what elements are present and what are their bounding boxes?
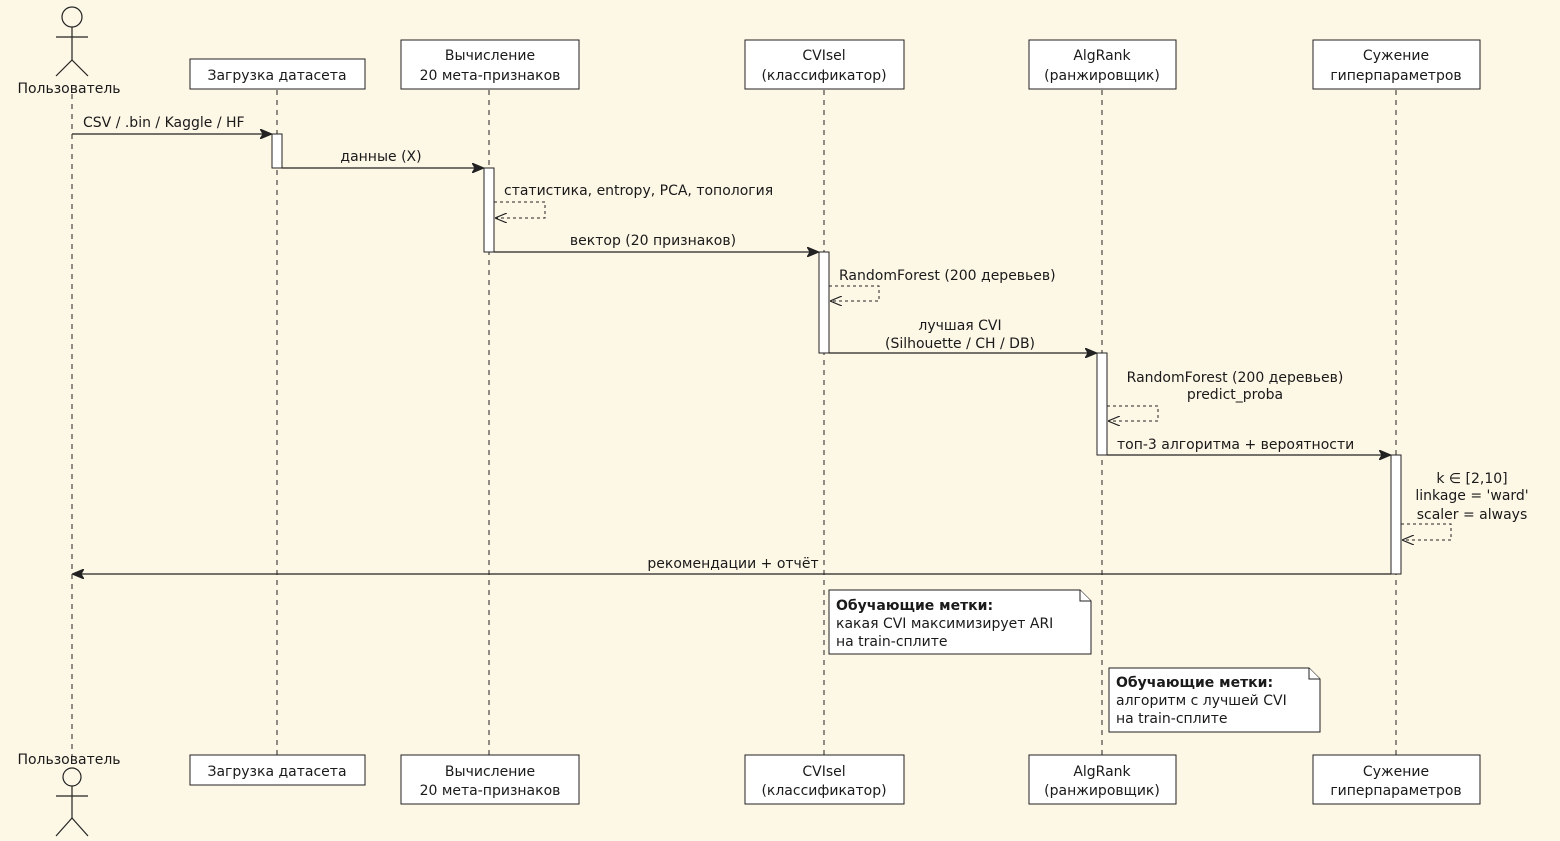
message-feature-compute-self: статистика, entropy, PCA, топология <box>494 183 773 218</box>
svg-text:Обучающие метки:: Обучающие метки: <box>836 598 993 614</box>
svg-text:алгоритм с лучшей CVI: алгоритм с лучшей CVI <box>1116 693 1287 709</box>
svg-text:CVIsel: CVIsel <box>802 48 845 64</box>
svg-text:топ-3 алгоритма + вероятности: топ-3 алгоритма + вероятности <box>1117 437 1354 453</box>
svg-text:20 мета-признаков: 20 мета-признаков <box>420 68 561 84</box>
participant-cvisel-bottom: CVIsel (классификатор) <box>744 754 905 805</box>
svg-text:CSV / .bin / Kaggle / HF: CSV / .bin / Kaggle / HF <box>83 115 245 131</box>
svg-text:(Silhouette / CH / DB): (Silhouette / CH / DB) <box>885 336 1035 352</box>
activation-loader <box>271 133 283 169</box>
svg-text:AlgRank: AlgRank <box>1073 764 1131 780</box>
actor-user-bottom-icon <box>55 767 89 837</box>
svg-text:scaler = always: scaler = always <box>1417 507 1528 523</box>
svg-text:Обучающие метки:: Обучающие метки: <box>1116 675 1273 691</box>
message-narrow-self: k ∈ [2,10] linkage = 'ward' scaler = alw… <box>1401 471 1529 540</box>
participant-cvisel-top: CVIsel (классификатор) <box>744 39 905 90</box>
svg-text:k ∈ [2,10]: k ∈ [2,10] <box>1436 471 1507 487</box>
svg-text:Вычисление: Вычисление <box>445 764 535 780</box>
svg-text:AlgRank: AlgRank <box>1073 48 1131 64</box>
message-vector: вектор (20 признаков) <box>494 233 818 252</box>
note-cvisel-training-labels: Обучающие метки: какая CVI максимизирует… <box>828 589 1092 655</box>
svg-text:какая CVI максимизирует ARI: какая CVI максимизирует ARI <box>836 616 1053 632</box>
message-best-cvi: лучшая CVI (Silhouette / CH / DB) <box>829 318 1096 353</box>
participant-algrank-top: AlgRank (ранжировщик) <box>1028 39 1177 90</box>
svg-text:(классификатор): (классификатор) <box>761 783 886 799</box>
svg-text:вектор (20 признаков): вектор (20 признаков) <box>570 233 736 249</box>
svg-text:RandomForest (200 деревьев): RandomForest (200 деревьев) <box>839 268 1056 284</box>
actor-user-top-label: Пользователь <box>17 81 120 97</box>
svg-text:Сужение: Сужение <box>1363 48 1429 64</box>
activation-algrank <box>1096 352 1108 456</box>
svg-text:статистика, entropy, PCA, топо: статистика, entropy, PCA, топология <box>504 183 773 199</box>
participant-algrank-bottom: AlgRank (ранжировщик) <box>1028 754 1177 805</box>
message-top3: топ-3 алгоритма + вероятности <box>1107 437 1390 455</box>
participant-features-bottom: Вычисление 20 мета-признаков <box>400 754 580 805</box>
activation-narrow <box>1390 454 1402 575</box>
participant-loader-top: Загрузка датасета <box>189 58 366 90</box>
svg-text:predict_proba: predict_proba <box>1187 387 1283 403</box>
message-upload: CSV / .bin / Kaggle / HF <box>72 115 271 134</box>
activation-features <box>483 167 495 253</box>
svg-text:рекомендации + отчёт: рекомендации + отчёт <box>647 556 818 572</box>
svg-text:(ранжировщик): (ранжировщик) <box>1044 68 1160 84</box>
svg-text:20 мета-признаков: 20 мета-признаков <box>420 783 561 799</box>
participant-loader-bottom: Загрузка датасета <box>189 754 366 786</box>
message-rf-cvisel-self: RandomForest (200 деревьев) <box>829 268 1056 301</box>
actor-user-top-icon <box>55 6 89 77</box>
svg-text:на train-сплите: на train-сплите <box>836 634 948 650</box>
svg-text:Загрузка датасета: Загрузка датасета <box>207 68 346 84</box>
svg-text:linkage = 'ward': linkage = 'ward' <box>1415 488 1528 504</box>
activation-cvisel <box>818 251 830 354</box>
message-data: данные (X) <box>282 149 483 168</box>
message-recommendations: рекомендации + отчёт <box>73 556 1391 574</box>
svg-text:данные (X): данные (X) <box>340 149 421 165</box>
svg-text:на train-сплите: на train-сплите <box>1116 711 1228 727</box>
svg-text:CVIsel: CVIsel <box>802 764 845 780</box>
note-algrank-training-labels: Обучающие метки: алгоритм с лучшей CVI н… <box>1108 667 1321 733</box>
svg-text:лучшая CVI: лучшая CVI <box>918 318 1001 334</box>
svg-text:гиперпараметров: гиперпараметров <box>1330 783 1461 799</box>
svg-text:Загрузка датасета: Загрузка датасета <box>207 764 346 780</box>
svg-text:Сужение: Сужение <box>1363 764 1429 780</box>
svg-text:RandomForest (200 деревьев): RandomForest (200 деревьев) <box>1127 370 1344 386</box>
actor-user-bottom-label: Пользователь <box>17 752 120 768</box>
participant-features-top: Вычисление 20 мета-признаков <box>400 39 580 90</box>
svg-text:Вычисление: Вычисление <box>445 48 535 64</box>
message-rf-algrank-self: RandomForest (200 деревьев) predict_prob… <box>1107 370 1343 421</box>
svg-text:(ранжировщик): (ранжировщик) <box>1044 783 1160 799</box>
participant-narrow-bottom: Сужение гиперпараметров <box>1312 754 1481 805</box>
svg-text:(классификатор): (классификатор) <box>761 68 886 84</box>
participant-narrow-top: Сужение гиперпараметров <box>1312 39 1481 90</box>
svg-text:гиперпараметров: гиперпараметров <box>1330 68 1461 84</box>
